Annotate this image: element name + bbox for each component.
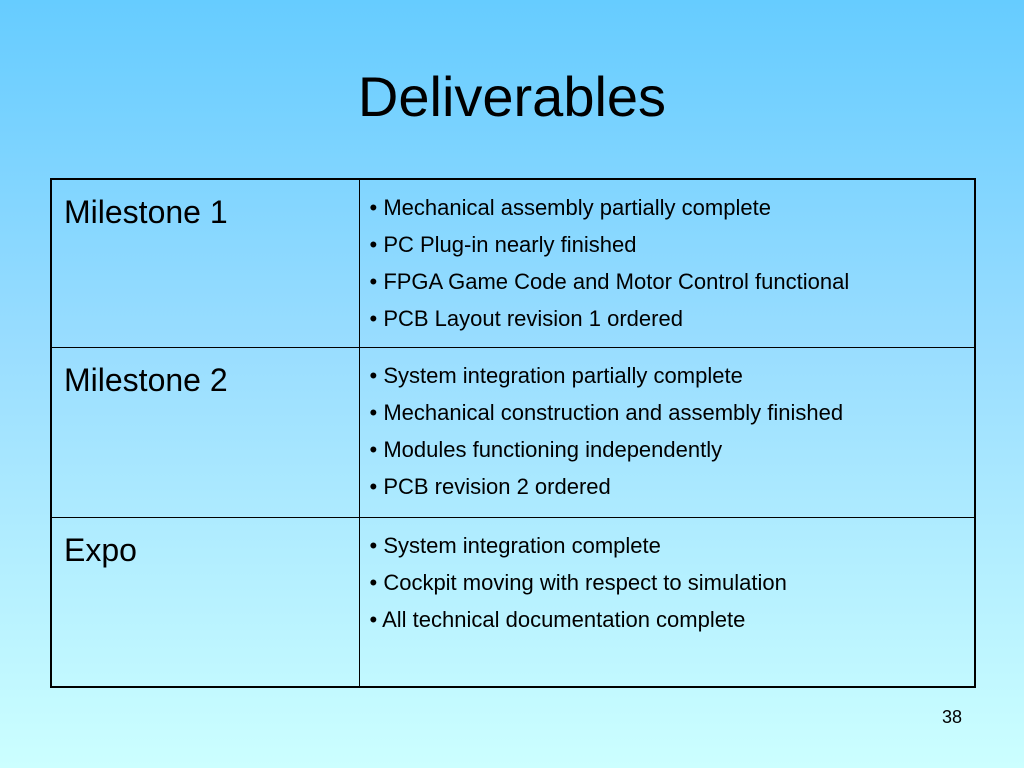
deliverables-table: Milestone 1 • Mechanical assembly partia… xyxy=(50,178,976,688)
list-item: • Mechanical construction and assembly f… xyxy=(369,399,844,425)
table-row: Expo • System integration complete • Coc… xyxy=(50,516,976,688)
list-item: • FPGA Game Code and Motor Control funct… xyxy=(369,269,850,294)
list-item: • Mechanical assembly partially complete xyxy=(369,195,771,220)
deliverable-list: • System integration complete • Cockpit … xyxy=(358,516,976,688)
table-row: Milestone 2 • System integration partial… xyxy=(50,346,976,518)
list-item: • PCB revision 2 ordered xyxy=(369,473,611,499)
milestone-label: Milestone 2 xyxy=(50,346,360,518)
table-row: Milestone 1 • Mechanical assembly partia… xyxy=(50,178,976,348)
deliverable-list: • Mechanical assembly partially complete… xyxy=(358,178,976,348)
list-item: • System integration partially complete xyxy=(369,362,743,388)
milestone-label: Milestone 1 xyxy=(50,178,360,348)
list-item: • PC Plug-in nearly finished xyxy=(369,232,637,257)
milestone-label: Expo xyxy=(50,516,360,688)
slide-title: Deliverables xyxy=(357,65,667,128)
list-item: • System integration complete xyxy=(369,532,661,558)
list-item: • PCB Layout revision 1 ordered xyxy=(369,306,683,331)
list-item: • Cockpit moving with respect to simulat… xyxy=(369,569,787,595)
list-item: • All technical documentation complete xyxy=(369,606,746,632)
page-number: 38 xyxy=(941,707,962,727)
deliverable-list: • System integration partially complete … xyxy=(358,346,976,518)
list-item: • Modules functioning independently xyxy=(369,436,723,462)
